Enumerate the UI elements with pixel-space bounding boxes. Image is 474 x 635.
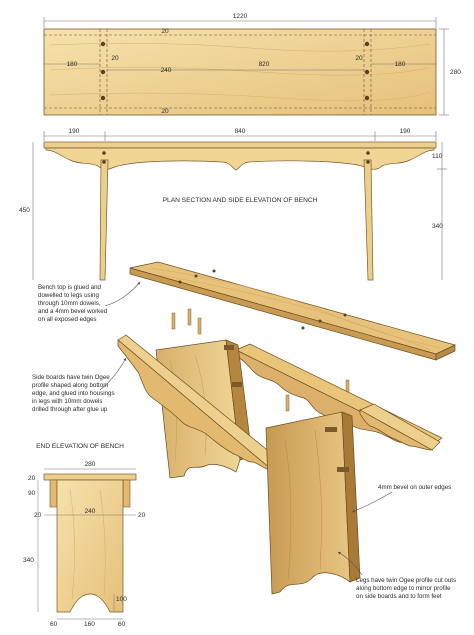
side-note-line: drilled through after glue up [32,406,108,413]
plan-view: 1220 180 20 240 820 20 180 20 20 [43,13,461,116]
side-note-line: Side boards have twin Ogee [32,374,110,381]
right-leg-3d [265,411,351,595]
leg-height-label: 340 [432,223,443,230]
side-note-line: in legs with 10mm dowels [32,398,103,405]
end-leg [56,479,124,613]
top-note-line: dowelled to legs using [38,292,99,299]
left-overhang-label: 190 [69,128,80,135]
legs-note: Legs have twin Ogee profile cut outs alo… [356,577,458,600]
bottom-edge-label: 20 [161,108,169,115]
end-cutout-height-label: 100 [116,596,127,603]
top-note-line: and a 4mm bevel worked [38,308,108,315]
end-top-width-label: 280 [85,461,96,468]
dowel-offset-right-label: 20 [355,55,363,62]
annotation-notes: Bench top is glued and dowelled to legs … [32,281,458,600]
side-board-profile [45,147,435,171]
end-right-inset-label: 20 [138,512,146,519]
end-elevation-heading: END ELEVATION OF BENCH [36,443,124,450]
bevel-note: 4mm bevel on outer edges [378,484,451,491]
end-inner-width-label: 240 [85,508,96,515]
height-label: 450 [19,207,30,214]
top-edge-label: 20 [161,28,169,35]
left-leg-side [99,159,109,281]
overall-length-label: 1220 [233,13,248,20]
right-overhang-label: 190 [400,128,411,135]
end-top-thickness-label: 20 [28,475,36,482]
side-note: Side boards have twin Ogee profile shape… [32,374,116,413]
side-note-line: edge, and glued into housings [32,390,115,397]
plan-elevation-heading: PLAN SECTION AND SIDE ELEVATION OF BENCH [163,197,318,204]
exploded-view [117,261,456,595]
side-elevation: 190 840 190 450 110 340 PLAN SECTION AND… [19,128,447,281]
board-depth-label: 110 [432,153,443,160]
bench-top-side [43,141,437,149]
end-foot-gap-label: 160 [84,621,95,628]
side-note-line: profile shaped along bottom [32,382,108,389]
legs-note-line: on side boards and to form feet [356,593,442,600]
front-side-board-3d [117,339,273,471]
right-end-label: 180 [395,61,406,68]
dowel-offset-left-label: 20 [111,55,119,62]
width-label: 280 [450,69,461,76]
end-foot-left-label: 60 [50,621,58,628]
top-note-line: through 10mm dowels, [38,300,101,307]
end-board-height-label: 90 [28,490,36,497]
end-foot-right-label: 60 [118,621,126,628]
legs-note-line: along bottom edge to mirror profile [356,585,451,592]
end-leg-height-label: 340 [23,557,34,564]
end-elevation: END ELEVATION OF BENCH 280 20 90 20 240 … [23,443,146,628]
legs-note-line: Legs have twin Ogee profile cut outs [356,577,456,584]
top-note: Bench top is glued and dowelled to legs … [38,284,109,323]
right-leg-side [363,159,374,281]
span-label: 840 [235,128,246,135]
inner-left-label: 240 [161,67,172,74]
left-end-label: 180 [67,61,78,68]
center-label: 820 [259,61,270,68]
top-note-line: Bench top is glued and [38,284,102,291]
top-note-line: on all exposed edges [38,316,96,323]
